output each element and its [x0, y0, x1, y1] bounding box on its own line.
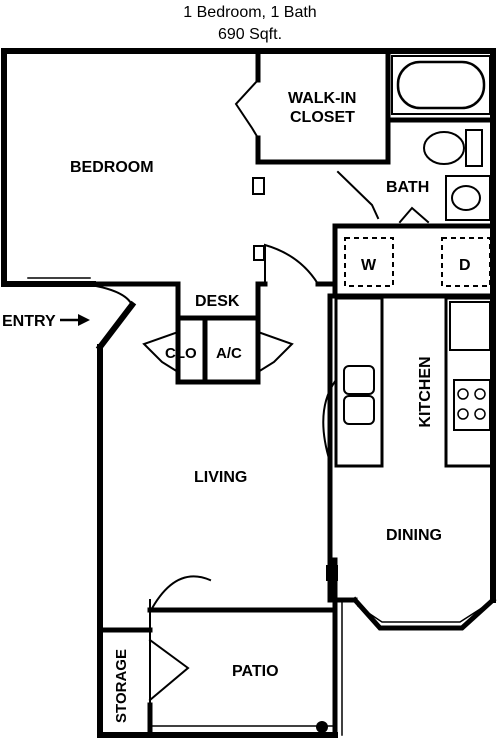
walk-in-closet-label-1: WALK-IN: [288, 90, 356, 107]
kitchen-counter-right: [444, 296, 494, 468]
kitchen-counter-left: [334, 296, 384, 468]
fixture-markers: [252, 177, 338, 581]
entry-label: ENTRY: [2, 313, 56, 330]
vanity: [445, 175, 491, 221]
clo-bifold-door: [142, 330, 180, 374]
unit-area: 690 Sqft.: [217, 26, 283, 43]
desk-label: DESK: [195, 293, 240, 310]
ac-bifold-door: [256, 330, 294, 374]
bath-sink: [451, 185, 481, 211]
entry-arrow-icon: [60, 314, 90, 326]
bath-walls: [315, 223, 496, 299]
bathtub: [396, 60, 486, 110]
ac-label: A/C: [216, 345, 242, 362]
refrigerator: [449, 301, 491, 351]
living-label: LIVING: [194, 469, 247, 486]
kitchen-sink-b: [343, 395, 375, 425]
washer-label: W: [361, 257, 377, 274]
washer: [344, 237, 394, 287]
toilet-tank: [465, 129, 483, 167]
dryer-label: D: [459, 257, 471, 274]
bath-label: BATH: [386, 179, 429, 196]
bedroom-walls: [90, 48, 496, 287]
bath-door-swing-a: [336, 170, 380, 220]
range: [453, 379, 491, 431]
entry-door-swing: [94, 284, 134, 307]
patio-post: [316, 721, 328, 733]
kitchen-label: KITCHEN: [417, 356, 434, 427]
dryer: [441, 237, 491, 287]
patio-walls: [97, 557, 338, 738]
toilet-bowl: [423, 131, 465, 165]
bedroom-door-swing: [264, 243, 320, 286]
unit-type-title: 1 Bedroom, 1 Bath: [183, 4, 317, 21]
kitchen-sink-a: [343, 365, 375, 395]
dining-label: DINING: [386, 527, 442, 544]
closet-label: CLO: [165, 345, 197, 362]
bath-fixtures: [391, 55, 491, 221]
entry-wall-angle: [95, 300, 137, 352]
dining-bay-window: [356, 602, 490, 623]
patio-door-swing: [148, 575, 212, 614]
bath-door-swing-b: [398, 206, 430, 224]
bathtub-frame: [391, 55, 491, 115]
closet-bifold-door: [234, 78, 260, 140]
dishwasher-arc: [322, 378, 338, 464]
bedroom-label: BEDROOM: [70, 159, 154, 176]
dining-bay-wall: [351, 596, 497, 631]
kitchen-walls: [327, 293, 358, 603]
storage-door: [148, 638, 190, 702]
patio-label: PATIO: [232, 663, 279, 680]
walk-in-closet-label-2: CLOSET: [290, 109, 355, 126]
storage-label: STORAGE: [113, 649, 130, 723]
